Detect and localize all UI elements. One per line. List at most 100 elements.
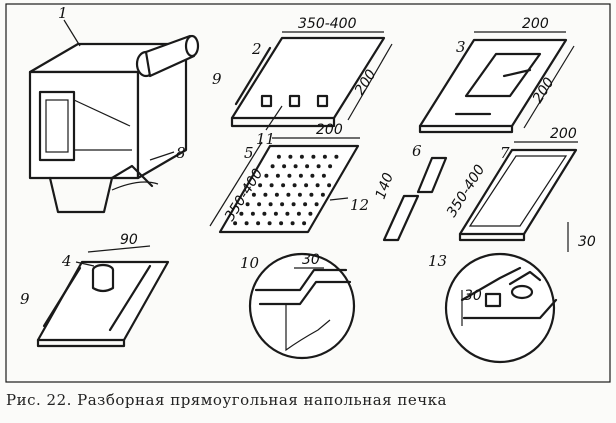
perforation-hole — [305, 164, 310, 169]
part-7-top-cover: 200 350-400 30 7 — [444, 126, 596, 252]
perforation-hole — [263, 192, 268, 197]
part-2-flange — [234, 46, 272, 106]
perforation-hole — [299, 154, 304, 159]
dim-line-200-p3-side — [523, 45, 575, 129]
perforation-hole — [302, 221, 307, 226]
label-part-5: 5 — [244, 144, 254, 162]
leader-11 — [265, 105, 283, 131]
stove-stand — [48, 176, 114, 214]
dim-line-350-p5 — [209, 141, 263, 227]
perforation-hole — [233, 221, 238, 226]
part-3-edge — [418, 124, 514, 134]
stove-handle-arc — [111, 181, 159, 191]
label-part-9b: 9 — [20, 290, 30, 308]
perforation-hole — [316, 164, 321, 169]
label-part-7: 7 — [500, 144, 510, 162]
dim-90: 90 — [120, 232, 138, 248]
perforation-hole — [314, 202, 319, 207]
detail-10-circle — [248, 252, 356, 360]
detail-13-block — [484, 292, 502, 308]
part-3-door-handle — [502, 68, 532, 78]
detail-13-clip-arm — [508, 270, 542, 286]
leader-4 — [75, 261, 95, 267]
perforation-hole — [296, 211, 301, 216]
part-7-plate — [458, 148, 578, 236]
perforation-hole — [276, 154, 281, 159]
dim-200-part-7: 200 — [550, 126, 577, 142]
part-9-flange-left — [42, 266, 82, 328]
perforation-hole — [264, 173, 269, 178]
perforation-hole — [322, 154, 327, 159]
perforation-hole — [282, 164, 287, 169]
part-2-tab-1 — [260, 94, 273, 108]
label-part-6: 6 — [412, 142, 422, 160]
perforation-hole — [274, 192, 279, 197]
stove-door-inner — [45, 99, 69, 153]
perforation-hole — [257, 202, 262, 207]
label-part-10: 10 — [240, 254, 260, 272]
perforation-hole — [239, 211, 244, 216]
part-6-strip-1 — [416, 156, 448, 194]
part-2-tab-2 — [288, 94, 301, 108]
label-part-2: 2 — [251, 40, 262, 58]
part-2-tab-3 — [316, 94, 329, 108]
stove-stand-rear — [110, 164, 154, 188]
dim-30-detail-13: 30 — [464, 288, 482, 304]
label-part-8: 8 — [176, 144, 186, 162]
detail-13-plate — [462, 298, 558, 320]
perforation-hole — [290, 221, 295, 226]
perforation-hole — [281, 183, 286, 188]
detail-13-circle — [444, 252, 556, 364]
dim-350-400-top: 350-400 — [298, 16, 357, 32]
dim-line-90 — [87, 245, 151, 253]
detail-10-edge-top — [254, 268, 348, 292]
part-2-edge — [230, 116, 336, 128]
dim-30-part-7: 30 — [578, 234, 596, 250]
part-9-edge — [36, 338, 126, 348]
figure-caption: Рис. 22. Разборная прямоугольная напольн… — [6, 391, 447, 409]
part-3-door-window — [464, 52, 542, 98]
dim-140: 140 — [373, 171, 397, 202]
label-part-9a: 9 — [212, 70, 222, 88]
detail-13: 30 13 — [428, 252, 558, 364]
perforation-hole — [269, 183, 274, 188]
perforation-hole — [304, 183, 309, 188]
perforation-hole — [256, 221, 261, 226]
leader-12 — [329, 197, 349, 201]
part-3-plate — [418, 38, 568, 128]
perforation-hole — [250, 211, 255, 216]
perforation-hole — [279, 221, 284, 226]
leader-1 — [63, 19, 81, 47]
perforation-hole — [320, 192, 325, 197]
perforation-hole — [245, 202, 250, 207]
part-7-inner-rim — [468, 155, 568, 227]
perforation-hole — [293, 164, 298, 169]
label-part-12: 12 — [350, 196, 369, 214]
perforation-hole — [273, 211, 278, 216]
perforation-hole — [309, 192, 314, 197]
stove-inner-line — [73, 99, 131, 127]
part-6-strip-2 — [382, 194, 420, 242]
perforation-hole — [267, 221, 272, 226]
perforation-hole — [268, 202, 273, 207]
label-part-4: 4 — [61, 252, 72, 270]
detail-10-section — [285, 304, 331, 352]
perforation-hole — [321, 173, 326, 178]
leader-8 — [149, 151, 175, 161]
part-3-front-plate: 200 200 3 — [418, 16, 575, 134]
detail-13-clip — [510, 284, 534, 300]
perforation-hole — [298, 173, 303, 178]
detail-13-strip — [460, 266, 522, 302]
label-part-13: 13 — [428, 252, 447, 270]
perforation-hole — [327, 183, 332, 188]
part-7-edge — [458, 232, 526, 242]
assembled-stove: 1 8 — [28, 4, 200, 214]
perforation-hole — [275, 173, 280, 178]
part-5-perforations — [233, 154, 339, 226]
figure-border — [5, 3, 611, 383]
perforation-hole — [286, 192, 291, 197]
part-9-sheet: 90 4 9 — [20, 232, 170, 348]
part-2-bottom-plate: 350-400 200 2 9 11 — [212, 16, 393, 148]
perforation-hole — [328, 164, 333, 169]
